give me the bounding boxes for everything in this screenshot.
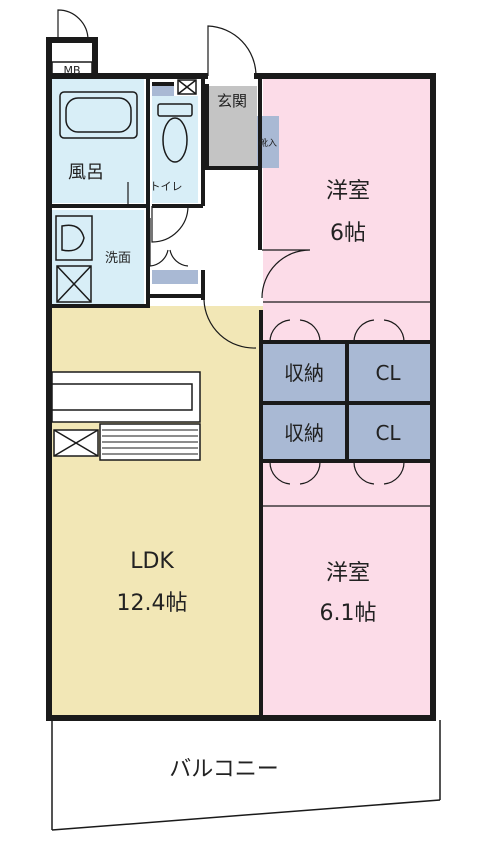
storage-1-fill bbox=[263, 342, 347, 402]
closet-2-label: CL bbox=[375, 421, 401, 445]
outer-walls bbox=[46, 37, 436, 721]
storage-1-label: 収納 bbox=[284, 361, 324, 385]
bathtub-icon bbox=[59, 91, 138, 139]
ldk-size: 12.4帖 bbox=[117, 591, 188, 616]
western-room-1-fill bbox=[263, 78, 430, 342]
entrance-label: 玄関 bbox=[217, 92, 247, 110]
small-blue-2 bbox=[152, 270, 198, 284]
balcony-label: バルコニー bbox=[169, 757, 279, 782]
small-blue-1 bbox=[152, 84, 174, 96]
storage-2-label: 収納 bbox=[284, 421, 324, 445]
washing-machine-icon bbox=[56, 265, 92, 303]
ldk-fill bbox=[52, 306, 263, 715]
western-room-2-fill bbox=[263, 460, 430, 715]
closet-1-fill bbox=[347, 342, 430, 402]
western-room-1-size: 6帖 bbox=[330, 221, 366, 246]
closet-2-fill bbox=[347, 404, 430, 460]
toilet-label: トイレ bbox=[150, 180, 183, 193]
stove-lines bbox=[102, 429, 198, 455]
toilet-fill bbox=[152, 96, 198, 203]
balcony-outline bbox=[51, 720, 441, 831]
bath-label: 風呂 bbox=[68, 162, 104, 183]
shoe-storage-label: 靴入 bbox=[259, 137, 277, 149]
vent-icon bbox=[177, 79, 197, 95]
western-room-2-size: 6.1帖 bbox=[320, 601, 377, 626]
western-room-1-name: 洋室 bbox=[326, 179, 370, 204]
door-swings bbox=[57, 9, 430, 507]
toilet-icon bbox=[157, 103, 193, 163]
closet-1-label: CL bbox=[375, 361, 401, 385]
shoe-storage-fill bbox=[257, 116, 279, 168]
washroom-label: 洗面 bbox=[105, 251, 131, 266]
ldk-name: LDK bbox=[130, 549, 174, 574]
entrance-fill bbox=[207, 86, 257, 168]
mb-label: MB bbox=[63, 64, 80, 77]
interior-walls bbox=[52, 78, 431, 715]
bath-fill bbox=[52, 78, 144, 203]
storage-2-fill bbox=[263, 404, 347, 460]
washbasin-icon bbox=[55, 215, 93, 261]
mb-box bbox=[51, 61, 93, 77]
western-room-2-name: 洋室 bbox=[326, 561, 370, 586]
fridge-icon bbox=[53, 429, 99, 457]
